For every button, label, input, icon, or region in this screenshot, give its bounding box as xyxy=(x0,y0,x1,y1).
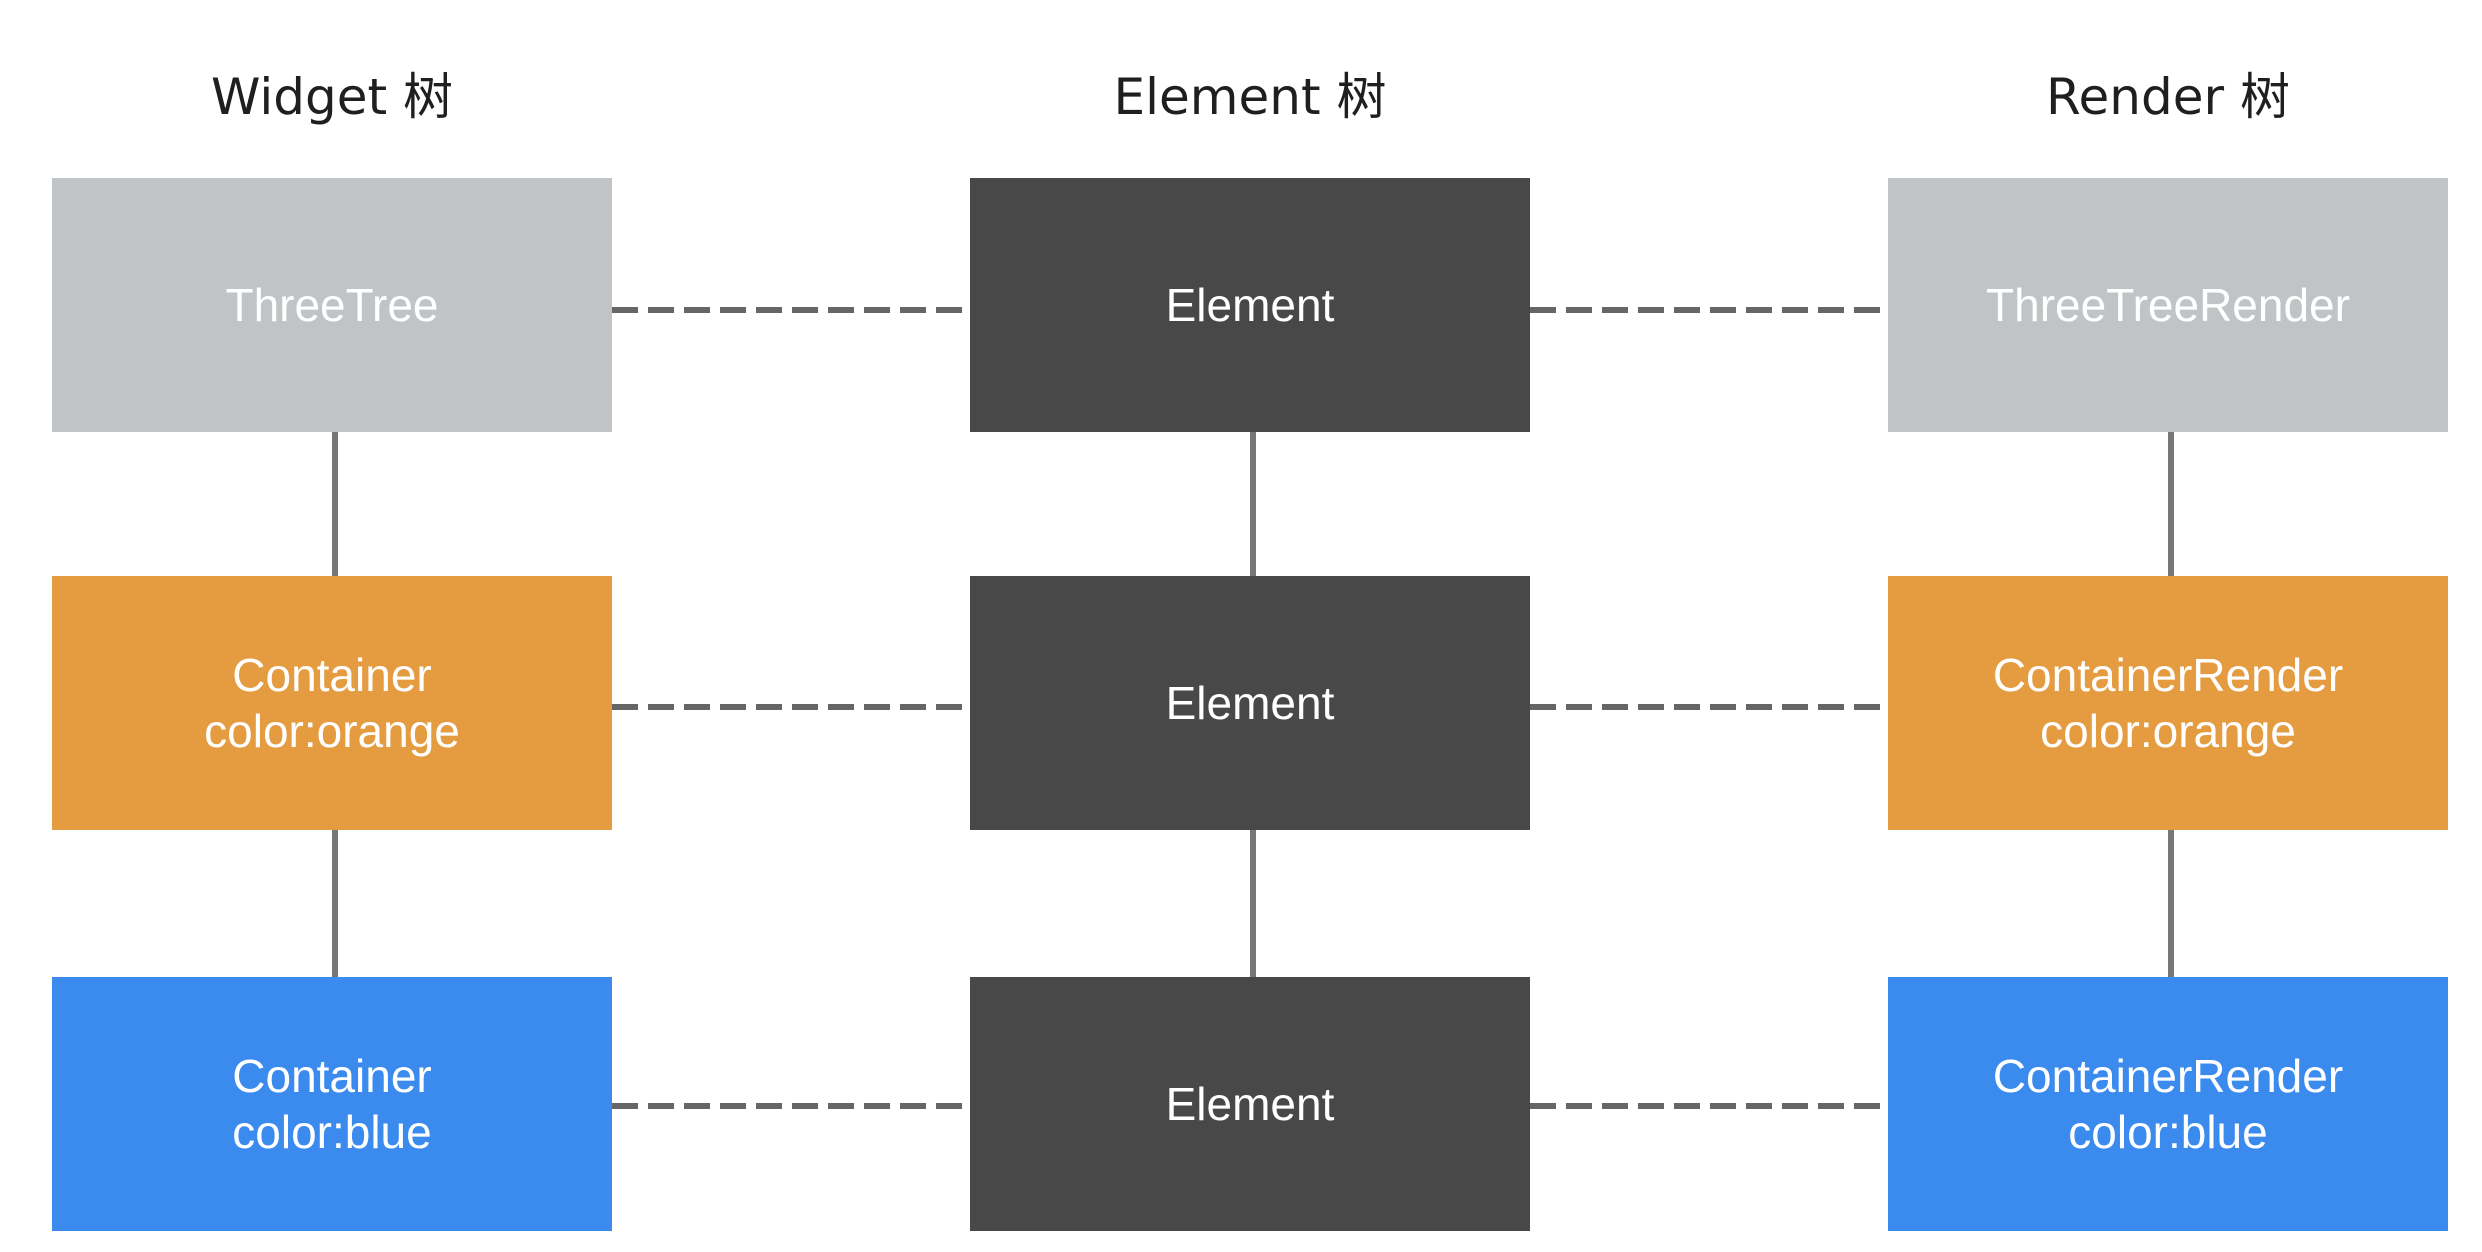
widget-tree-title: Widget 树 xyxy=(211,68,453,126)
widget-node-label: Container xyxy=(232,649,432,701)
widget-node-label: ThreeTree xyxy=(225,279,439,331)
widget-node-threetree: ThreeTree xyxy=(52,178,612,432)
element-node-3: Element xyxy=(970,977,1530,1231)
render-node-containerrender-orange: ContainerRender color:orange xyxy=(1888,576,2448,830)
widget-node-container-orange: Container color:orange xyxy=(52,576,612,830)
element-node-2: Element xyxy=(970,576,1530,830)
element-node-label: Element xyxy=(1165,677,1335,729)
render-node-containerrender-blue: ContainerRender color:blue xyxy=(1888,977,2448,1231)
render-tree-title: Render 树 xyxy=(2046,68,2290,126)
render-node-label: ContainerRender xyxy=(1992,649,2344,701)
widget-node-sublabel: color:orange xyxy=(204,705,460,757)
widget-node-container-blue: Container color:blue xyxy=(52,977,612,1231)
widget-node-label: Container xyxy=(232,1050,432,1102)
element-node-label: Element xyxy=(1165,1078,1335,1130)
render-node-threetreerender: ThreeTreeRender xyxy=(1888,178,2448,432)
widget-node-sublabel: color:blue xyxy=(232,1106,432,1158)
render-node-label: ContainerRender xyxy=(1992,1050,2344,1102)
element-node-label: Element xyxy=(1165,279,1335,331)
render-node-sublabel: color:orange xyxy=(2040,705,2296,757)
render-node-sublabel: color:blue xyxy=(2068,1106,2268,1158)
element-tree-title: Element 树 xyxy=(1113,68,1387,126)
element-node-1: Element xyxy=(970,178,1530,432)
render-node-label: ThreeTreeRender xyxy=(1986,279,2350,331)
